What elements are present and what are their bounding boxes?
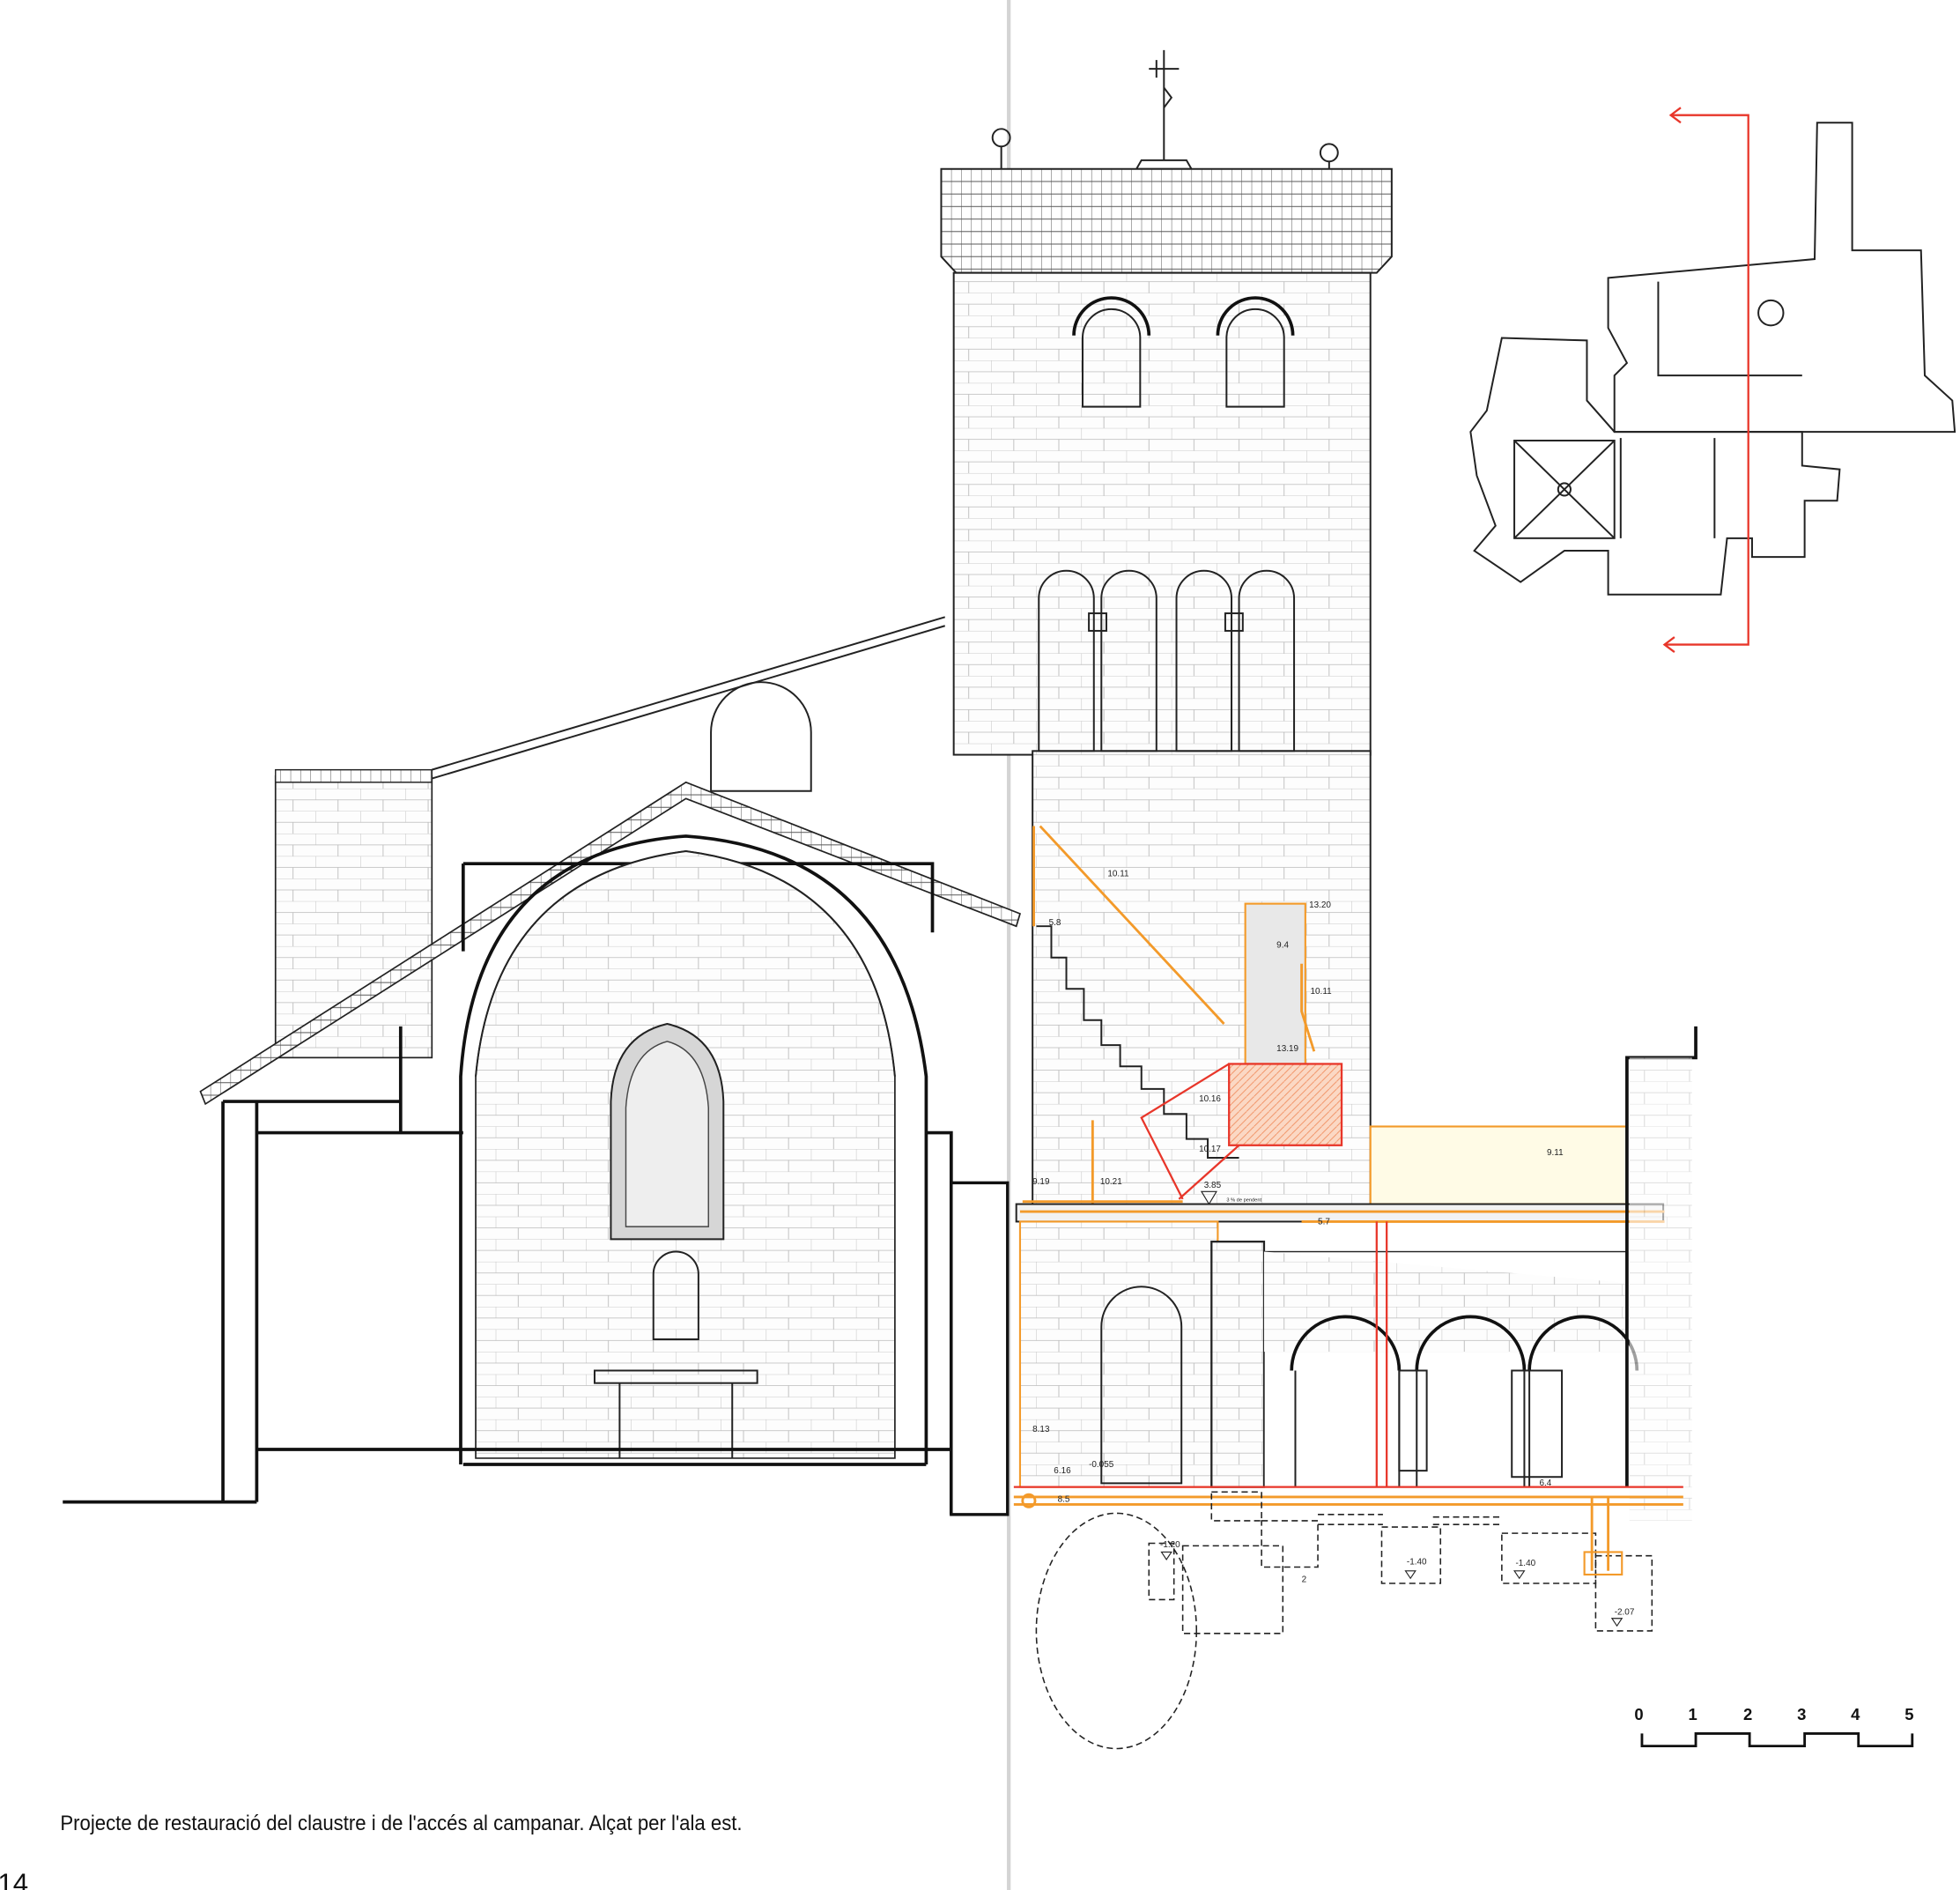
finial-left (991, 128, 1011, 148)
cloister-pillar (1210, 1241, 1266, 1488)
label: 8.13 (1032, 1425, 1050, 1434)
ground-line-left (63, 1448, 951, 1504)
label: 5.8 (1049, 918, 1061, 928)
label: 8.5 (1058, 1495, 1070, 1505)
altar (593, 1369, 758, 1384)
scale-tick: 4 (1851, 1705, 1860, 1723)
label: 9.4 (1276, 940, 1289, 950)
section-line (1664, 114, 1749, 646)
cistern-outline (1035, 1512, 1198, 1750)
foundations (1035, 1491, 1653, 1750)
label: 5.7 (1318, 1217, 1330, 1227)
slope-note: 3 % de pendent (1226, 1198, 1261, 1204)
label: 6.16 (1054, 1466, 1071, 1476)
label: -2.07 (1615, 1607, 1635, 1617)
label: -1.20 (1160, 1540, 1180, 1550)
label: 10.21 (1100, 1177, 1122, 1187)
dimension-labels: 10.11 13.20 5.8 9.4 10.11 13.19 10.16 10… (1032, 869, 1635, 1617)
cloister-door (1100, 1286, 1183, 1485)
gothic-window (610, 1022, 725, 1241)
label: 10.16 (1199, 1094, 1221, 1104)
left-building (274, 775, 433, 1059)
lower-biforas (1038, 569, 1296, 752)
scale-bar: 0 1 2 3 4 5 (1634, 1705, 1914, 1748)
bell-tower (940, 49, 1393, 1215)
belfry-arch (710, 681, 812, 792)
label: 13.19 (1276, 1044, 1298, 1054)
label: 3.85 (1204, 1181, 1222, 1190)
label: 9.19 (1032, 1177, 1050, 1187)
gable-roof (199, 781, 1021, 1106)
stair-access-proposal (1022, 825, 1628, 1205)
nave-roof-line (432, 616, 946, 771)
key-plan (1469, 107, 1956, 654)
scale-tick: 2 (1743, 1705, 1752, 1723)
scale-tick: 1 (1689, 1705, 1697, 1723)
label: -0.055 (1089, 1460, 1114, 1470)
figure-caption: Projecte de restauració del claustre i d… (60, 1812, 742, 1835)
label: 2 (1302, 1575, 1307, 1585)
label: 10.11 (1311, 987, 1333, 997)
finial-right (1319, 143, 1339, 163)
label: -1.40 (1407, 1558, 1427, 1568)
tower-upper-body (952, 271, 1372, 756)
tower-roof (940, 167, 1393, 274)
label: -1.40 (1515, 1559, 1535, 1568)
label: 10.11 (1107, 869, 1129, 878)
scale-tick: 0 (1634, 1705, 1643, 1723)
label: 13.20 (1309, 901, 1331, 910)
upper-windows (1072, 296, 1295, 408)
label: 6.4 (1539, 1479, 1551, 1488)
scale-tick: 3 (1797, 1705, 1806, 1723)
label: 10.17 (1199, 1145, 1221, 1154)
cloister-elevation (1013, 1026, 1697, 1521)
niche (652, 1250, 699, 1340)
cross-icon (1149, 60, 1180, 108)
scale-tick: 5 (1905, 1705, 1913, 1723)
buttress (950, 1181, 1010, 1516)
label: 9.11 (1547, 1148, 1564, 1158)
page-number: 14 (0, 1868, 28, 1890)
church-facade (63, 616, 1021, 1516)
